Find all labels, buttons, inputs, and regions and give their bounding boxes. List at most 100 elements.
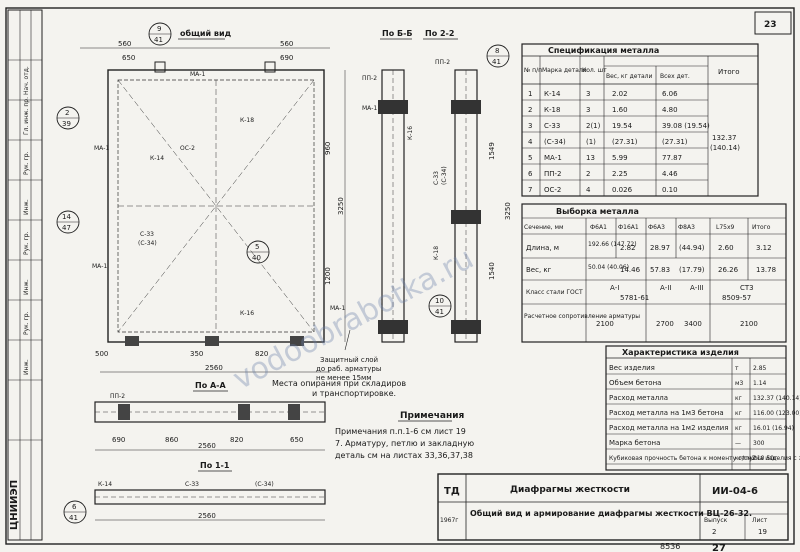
spec-cell-r7-c4: 0.026: [612, 186, 633, 194]
char-label-2: Объем бетона: [609, 379, 661, 387]
char-unit-3: кг: [735, 395, 742, 402]
dim-bottom-820: 820: [255, 350, 268, 358]
char-value-5: 16.01 (16.94): [753, 425, 794, 432]
general-notes: Примечания Примечания п.п.1-6 см лист 19…: [335, 411, 474, 460]
char-value-2: 1.14: [753, 380, 767, 387]
spec-cell-r7-c1: 7: [528, 186, 532, 194]
spec-cell-r7-c2: ОС-2: [544, 186, 561, 194]
callout-6-top: 6: [72, 503, 77, 511]
spec-cell-r2-c5: 4.80: [662, 106, 678, 114]
handwritten-page: 27: [712, 543, 726, 552]
sel-gost-0: 5781-61: [620, 294, 649, 302]
stamp-line-1: Нач. отд.: [23, 66, 30, 95]
dim-a-650: 650: [290, 436, 303, 444]
sel-weight-4: 26.26: [718, 266, 739, 274]
dim-top-560b: 560: [280, 40, 293, 48]
callout-9-top: 9: [157, 25, 161, 33]
sel-design-1: 2700: [656, 320, 674, 328]
callout-5-top: 5: [255, 243, 259, 251]
callout-2-top: 2: [65, 109, 69, 117]
spec-cell-r6-c2: ПП-2: [544, 170, 562, 178]
spec-cell-r3-c2: С-33: [544, 122, 560, 130]
sel-class-1: А-II: [660, 284, 671, 292]
sel-h-2: Ф16А1: [618, 224, 639, 231]
spec-h-all: Всех дет.: [660, 73, 690, 80]
section-b-ma1: МА-1: [362, 105, 377, 112]
dim-a-2560: 2560: [198, 442, 216, 450]
spec-cell-r5-c4: 5.99: [612, 154, 628, 162]
dim-a-860: 860: [165, 436, 178, 444]
sel-class-0: А-I: [610, 284, 619, 292]
section-1-view: По 1-1 К-14 С-33 (С-34) 2560 6 41: [63, 461, 326, 524]
notes-line-3: деталь см на листах 33,36,37,38: [335, 451, 473, 460]
char-label-5: Расход металла на 1м2 изделия: [609, 424, 728, 432]
section-a-pp2: ПП-2: [110, 393, 125, 400]
char-unit-2: м3: [735, 380, 744, 387]
dim-top-560a: 560: [118, 40, 131, 48]
spec-cell-r4-c3: (1): [586, 138, 596, 146]
spec-cell-r2-c4: 1.60: [612, 106, 628, 114]
notes-line-1: Примечания п.п.1-6 см лист 19: [335, 427, 466, 436]
sel-h-section: Сечение, мм: [524, 224, 564, 231]
sel-class-2: А-III: [690, 284, 704, 292]
dim-1-2560: 2560: [198, 512, 216, 520]
sel-weight-5: 13.78: [756, 266, 776, 274]
spec-cell-r5-c1: 5: [528, 154, 532, 162]
spec-table: Спецификация металла № п/п Марка детали …: [521, 43, 759, 197]
spec-cell-r4-c4: (27.31): [612, 138, 638, 146]
spec-cell-r3-c1: 3: [528, 122, 532, 130]
support-note-2: и транспортировке.: [312, 389, 396, 398]
title-year: 1967г: [440, 517, 458, 524]
section-2-k18: К-18: [433, 246, 440, 260]
stamp-org-code: ЦНИИЭП: [9, 480, 20, 530]
mark-c34: (С-34): [138, 240, 157, 247]
section-a-title: По А-А: [195, 381, 226, 390]
callout-10-top: 10: [435, 297, 444, 305]
spec-h-weight: Вес, кг детали: [606, 73, 652, 80]
char-label-3: Расход металла: [609, 394, 668, 402]
char-unit-7: кг/см2: [735, 455, 756, 462]
spec-total: 132.37: [712, 134, 737, 142]
sel-gost-1: 8509-57: [722, 294, 751, 302]
mark-c33: С-33: [140, 231, 154, 238]
spec-cell-r6-c1: 6: [528, 170, 533, 178]
section-1-k14: К-14: [98, 481, 112, 488]
spec-cell-r4-c1: 4: [528, 138, 533, 146]
spec-cell-r2-c3: 3: [586, 106, 590, 114]
sel-length-1: 2.82: [620, 244, 636, 252]
title-sheet: 19: [758, 528, 767, 536]
sel-weight-2: 57.83: [650, 266, 670, 274]
dim-1200: 1200: [324, 267, 332, 285]
section-1-c34: (С-34): [255, 481, 274, 488]
spec-cell-r7-c5: 0.10: [662, 186, 678, 194]
mark-oc2: ОС-2: [180, 145, 195, 152]
stamp-line-7: Рук. гр.: [23, 311, 30, 335]
spec-h-num: № п/п: [524, 67, 542, 74]
char-label-6: Марка бетона: [609, 439, 660, 447]
sel-design-2: 3400: [684, 320, 702, 328]
section-b-title: По Б-Б: [382, 29, 413, 38]
general-view-title: общий вид: [180, 28, 232, 38]
title-sheet-label: Лист: [752, 517, 768, 524]
sel-length-3: (44.94): [679, 244, 705, 252]
callout-8-top: 8: [495, 47, 499, 55]
spec-cell-r2-c2: К-18: [544, 106, 560, 114]
section-2-pp2: ПП-2: [435, 59, 450, 66]
protective-note-2: до раб. арматуры: [316, 365, 381, 373]
callout-14-top: 14: [62, 213, 71, 221]
notes-line-2: 7. Арматуру, петлю и закладную: [335, 439, 474, 448]
selection-table: Выборка металла Сечение, мм Ф6А1 Ф16А1 Ф…: [521, 203, 787, 343]
sel-design-0: 2100: [596, 320, 614, 328]
selection-title: Выборка металла: [556, 206, 639, 216]
spec-h-total: Итого: [718, 68, 740, 76]
protective-note-1: Защитный слой: [320, 356, 378, 364]
general-view: общий вид 9 41 560 560 650 690 МА-1 К-14…: [56, 22, 345, 373]
sel-length-2: 28.97: [650, 244, 670, 252]
spec-cell-r6-c3: 2: [586, 170, 590, 178]
stamp-line-4: Инж.: [23, 199, 30, 215]
mark-k18: К-18: [240, 117, 254, 124]
sheet-frame: [5, 7, 795, 545]
sel-h-6: Итого: [752, 224, 771, 231]
sel-length-4: 2.60: [718, 244, 734, 252]
